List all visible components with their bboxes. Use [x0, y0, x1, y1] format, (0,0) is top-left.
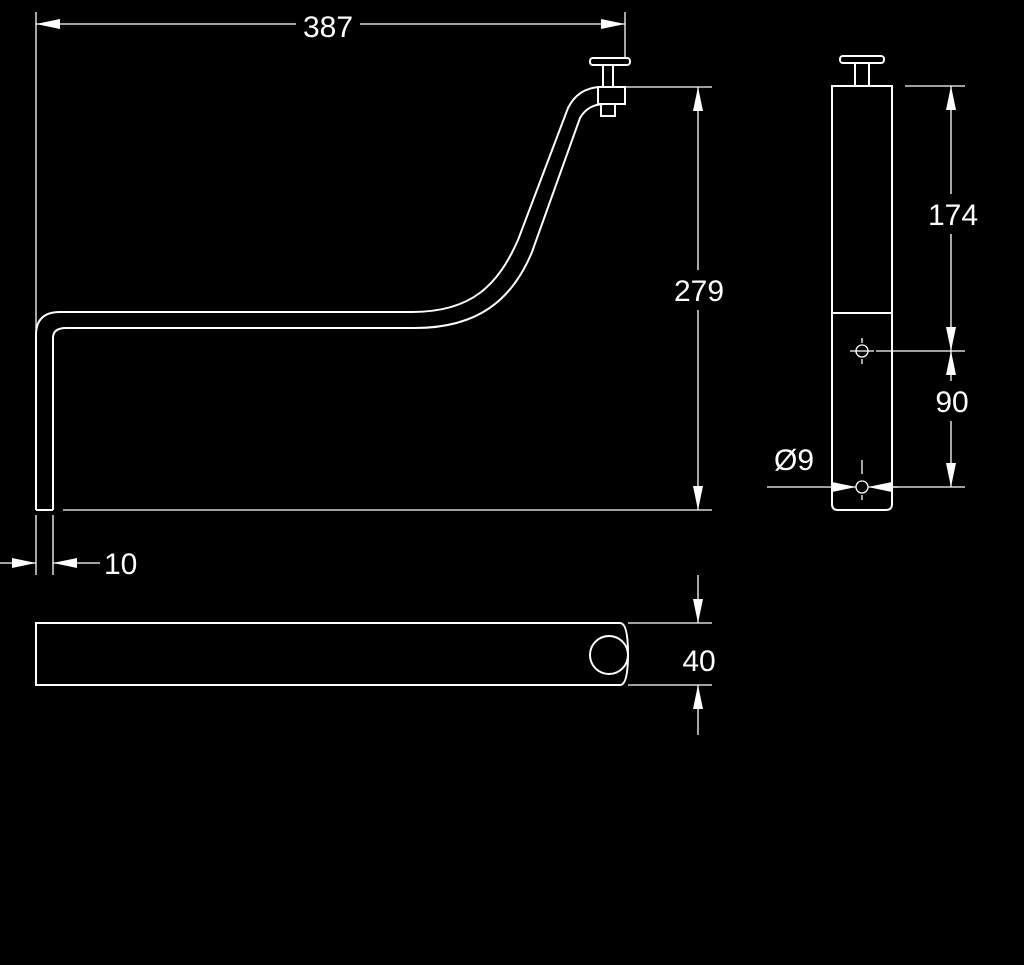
dimension-387: 387: [35, 6, 626, 510]
bolt-nut: [600, 103, 616, 117]
front-view: [35, 57, 631, 511]
mounting-hole-upper: [850, 338, 874, 364]
bolt-shank: [602, 64, 614, 88]
top-view-bolt-circle: [589, 635, 629, 675]
dim-overall-width-label: 387: [303, 11, 353, 44]
mounting-hole-lower: [855, 460, 869, 500]
dim-hole-spacing-label: 90: [935, 386, 968, 419]
fixing-plate: [597, 86, 626, 105]
side-view-outline: [831, 85, 893, 511]
dimension-279: 279: [63, 86, 730, 511]
dimension-40: 40: [628, 575, 716, 735]
dimension-10: 10: [0, 515, 137, 581]
side-bolt-shank: [854, 62, 870, 87]
dim-overall-height-label: 279: [674, 275, 724, 308]
bar-outer-contour: [35, 86, 625, 510]
dim-depth-label: 40: [682, 645, 715, 678]
side-view: [831, 55, 893, 511]
bolt-head: [589, 57, 631, 66]
dimension-hole-diameter: Ø9: [767, 444, 898, 492]
dim-thickness-label: 10: [104, 548, 137, 581]
top-view-outline: [35, 622, 630, 686]
bar-inner-contour: [52, 103, 625, 510]
dimension-174-90: 174 90: [876, 85, 979, 488]
dim-top-section-label: 174: [928, 199, 978, 232]
side-bolt-head: [839, 55, 885, 64]
dim-hole-diameter-label: Ø9: [774, 444, 814, 477]
top-view: [35, 622, 630, 686]
